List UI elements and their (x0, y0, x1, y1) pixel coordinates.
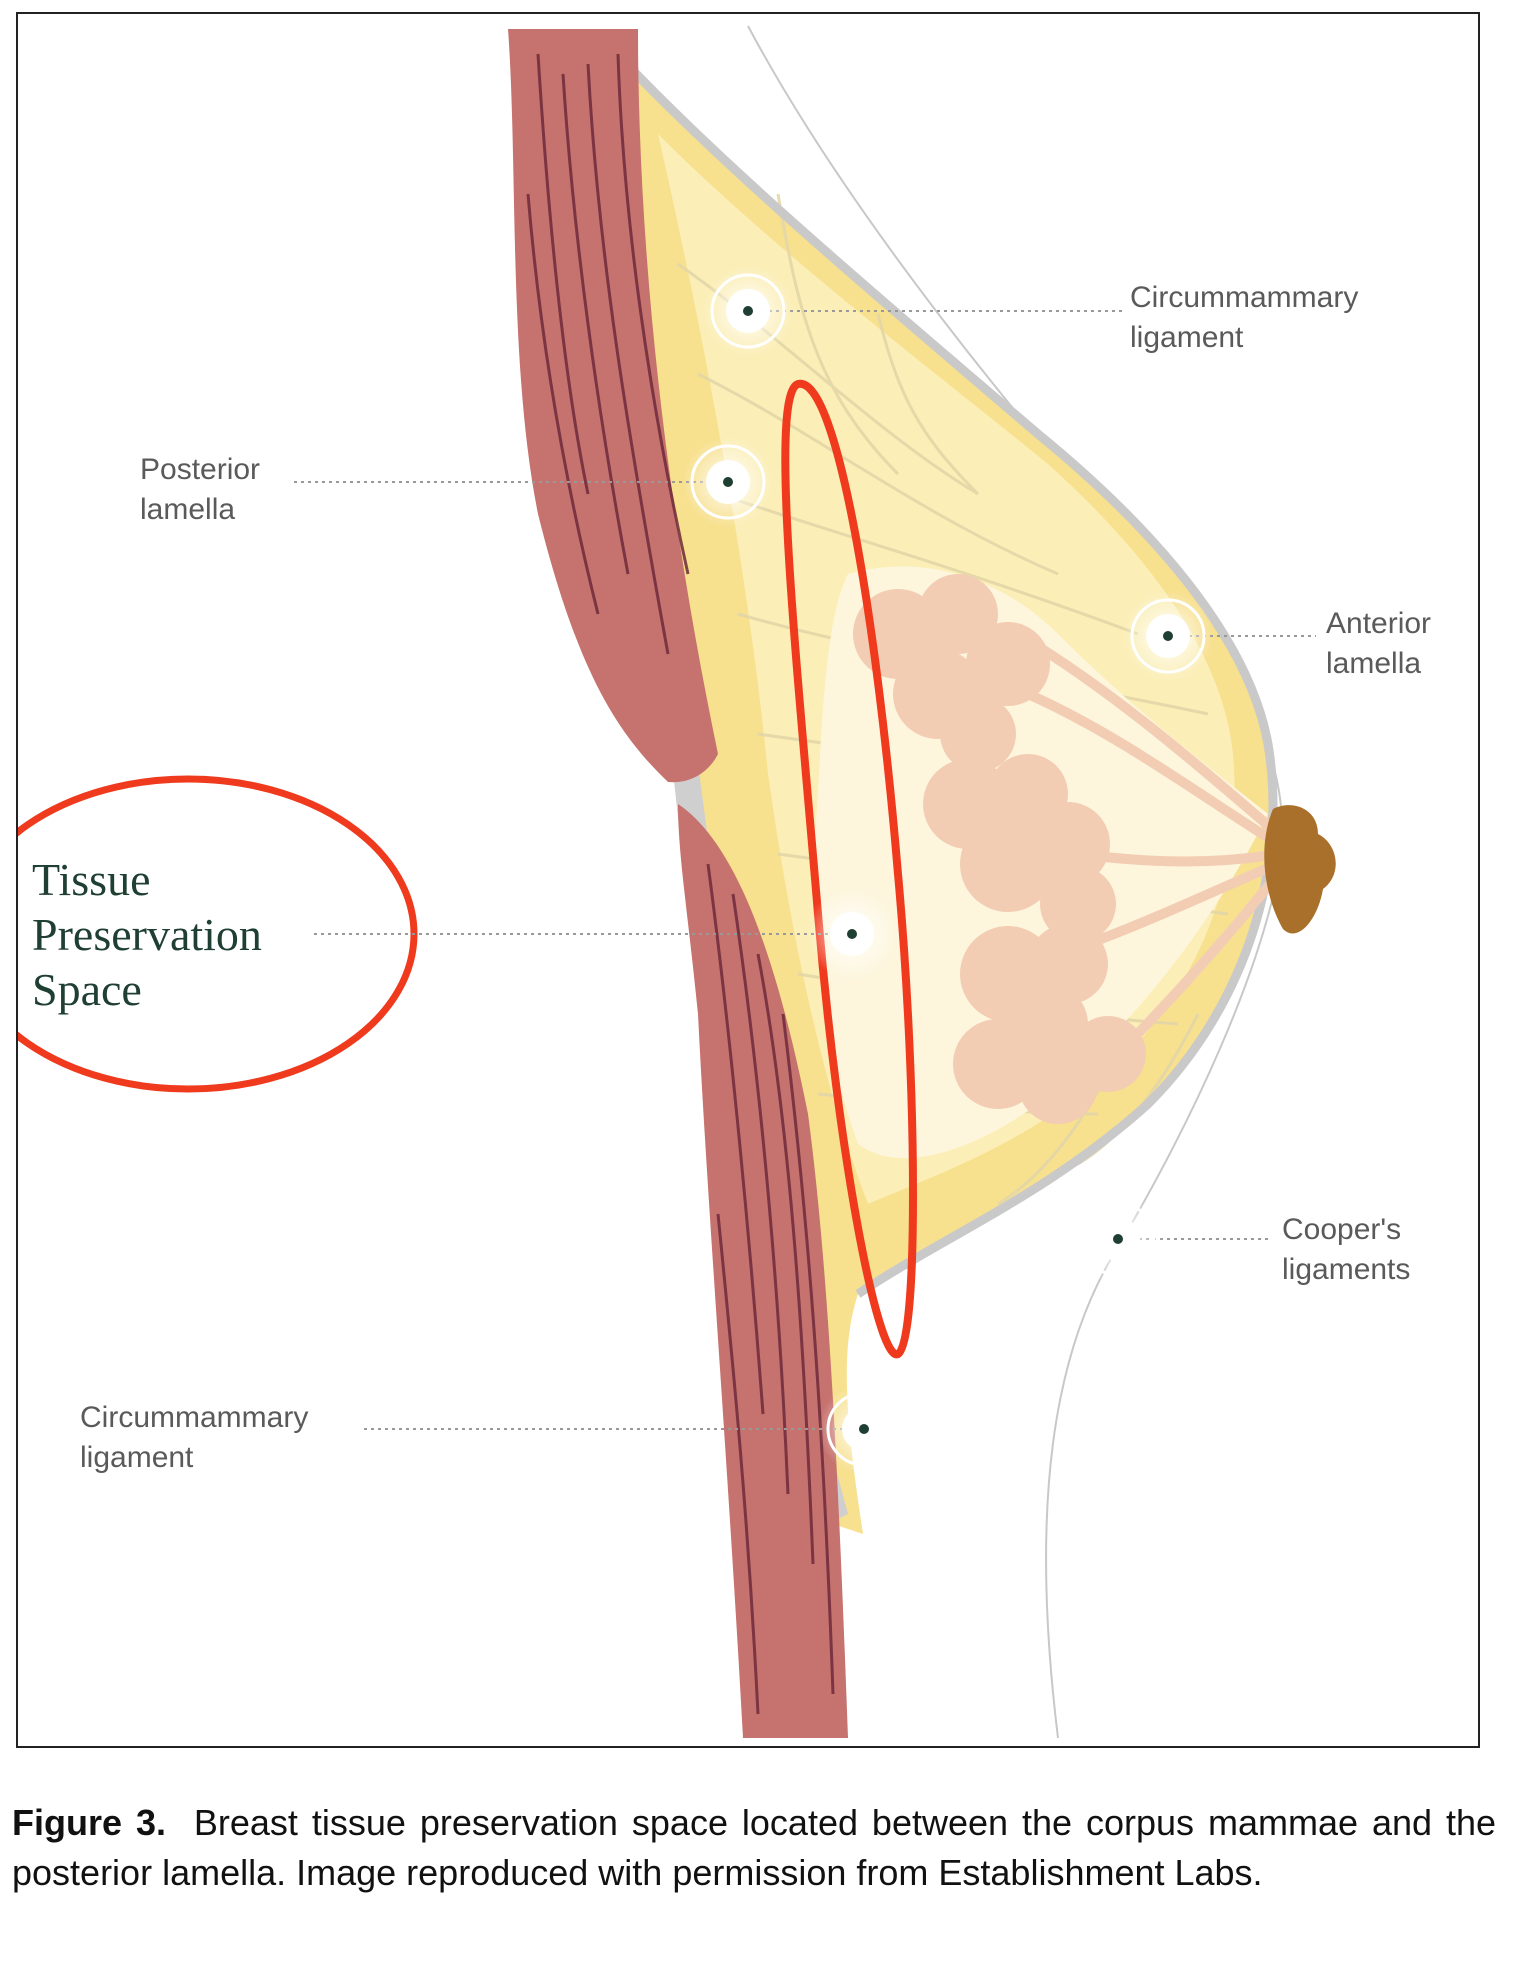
label-circummammary-ligament-top: Circummammary ligament (1130, 281, 1359, 354)
breast-anatomy-diagram (18, 25, 1336, 1739)
leader-lines (294, 310, 1316, 1430)
marker-circummammary-top (702, 265, 794, 357)
figure-frame: Circummammary ligament Posterior lamella… (16, 12, 1480, 1748)
figure-caption: Figure 3. Breast tissue preservation spa… (12, 1798, 1496, 1898)
label-coopers-ligaments: Cooper's ligaments (1282, 1213, 1411, 1286)
preservation-space-highlight (781, 379, 917, 1359)
anterior-fascia (604, 40, 1278, 1298)
label-anterior-lamella: Anterior lamella (1326, 607, 1432, 680)
caption-text: Breast tissue preservation space located… (12, 1802, 1496, 1893)
marker-tissue-preservation-space (806, 888, 898, 980)
marker-circummammary-bottom (818, 1383, 910, 1475)
label-posterior-lamella: Posterior lamella (140, 453, 261, 526)
label-tissue-preservation-space: Tissue Preservation Space (32, 854, 262, 1015)
marker-anterior-lamella (1122, 590, 1214, 682)
muscle-fibers (526, 53, 835, 1715)
milk-ducts (1013, 629, 1283, 1069)
pectoral-muscle-lower (678, 804, 848, 1738)
label-circummammary-ligament-bottom: Circummammary ligament (80, 1401, 309, 1474)
marker-posterior-lamella (682, 436, 774, 528)
marker-coopers-ligaments (1072, 1193, 1164, 1285)
nipple (1264, 805, 1336, 934)
pectoral-muscle-upper (508, 29, 718, 783)
figure-number: Figure 3. (12, 1802, 166, 1843)
